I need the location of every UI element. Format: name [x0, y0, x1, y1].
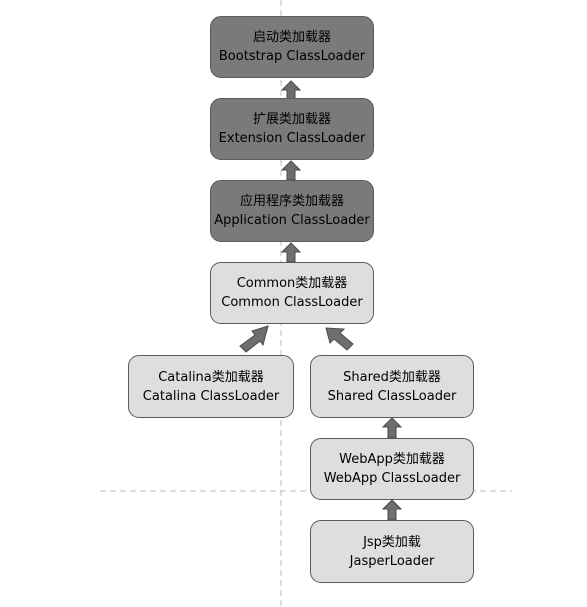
arrow-webapp-to-shared: [381, 417, 403, 439]
extension-classloader-cn-label: 扩展类加载器: [252, 112, 331, 127]
catalina-classloader-node: Catalina类加载器 Catalina ClassLoader: [128, 355, 294, 418]
webapp-classloader-cn-label: WebApp类加载器: [339, 452, 445, 467]
webapp-classloader-node: WebApp类加载器 WebApp ClassLoader: [310, 438, 474, 500]
extension-classloader-node: 扩展类加载器 Extension ClassLoader: [210, 98, 374, 160]
extension-classloader-en-label: Extension ClassLoader: [218, 131, 366, 146]
catalina-classloader-cn-label: Catalina类加载器: [158, 369, 264, 385]
bootstrap-classloader-node: 启动类加载器 Bootstrap ClassLoader: [210, 16, 374, 78]
shared-classloader-node: Shared类加载器 Shared ClassLoader: [310, 355, 474, 418]
arrow-catalina-to-common: [239, 325, 269, 353]
shared-classloader-cn-label: Shared类加载器: [343, 369, 441, 385]
arrow-application-to-extension: [280, 160, 302, 181]
arrow-common-to-application: [280, 242, 302, 263]
bootstrap-classloader-cn-label: 启动类加载器: [252, 30, 331, 45]
arrow-shared-to-common: [325, 327, 354, 351]
application-classloader-cn-label: 应用程序类加载器: [239, 194, 344, 209]
jsp-classloader-cn-label: Jsp类加载: [363, 534, 421, 550]
application-classloader-node: 应用程序类加载器 Application ClassLoader: [210, 180, 374, 242]
application-classloader-en-label: Application ClassLoader: [214, 213, 370, 228]
shared-classloader-en-label: Shared ClassLoader: [327, 388, 457, 404]
common-classloader-en-label: Common ClassLoader: [221, 295, 363, 310]
catalina-classloader-en-label: Catalina ClassLoader: [142, 388, 280, 404]
webapp-classloader-en-label: WebApp ClassLoader: [323, 471, 461, 486]
jsp-classloader-en-label: JasperLoader: [349, 553, 435, 569]
bootstrap-classloader-en-label: Bootstrap ClassLoader: [218, 49, 366, 64]
jsp-classloader-node: Jsp类加载 JasperLoader: [310, 520, 474, 583]
common-classloader-node: Common类加载器 Common ClassLoader: [210, 262, 374, 324]
arrow-jsp-to-webapp: [381, 499, 403, 521]
common-classloader-cn-label: Common类加载器: [236, 276, 348, 291]
